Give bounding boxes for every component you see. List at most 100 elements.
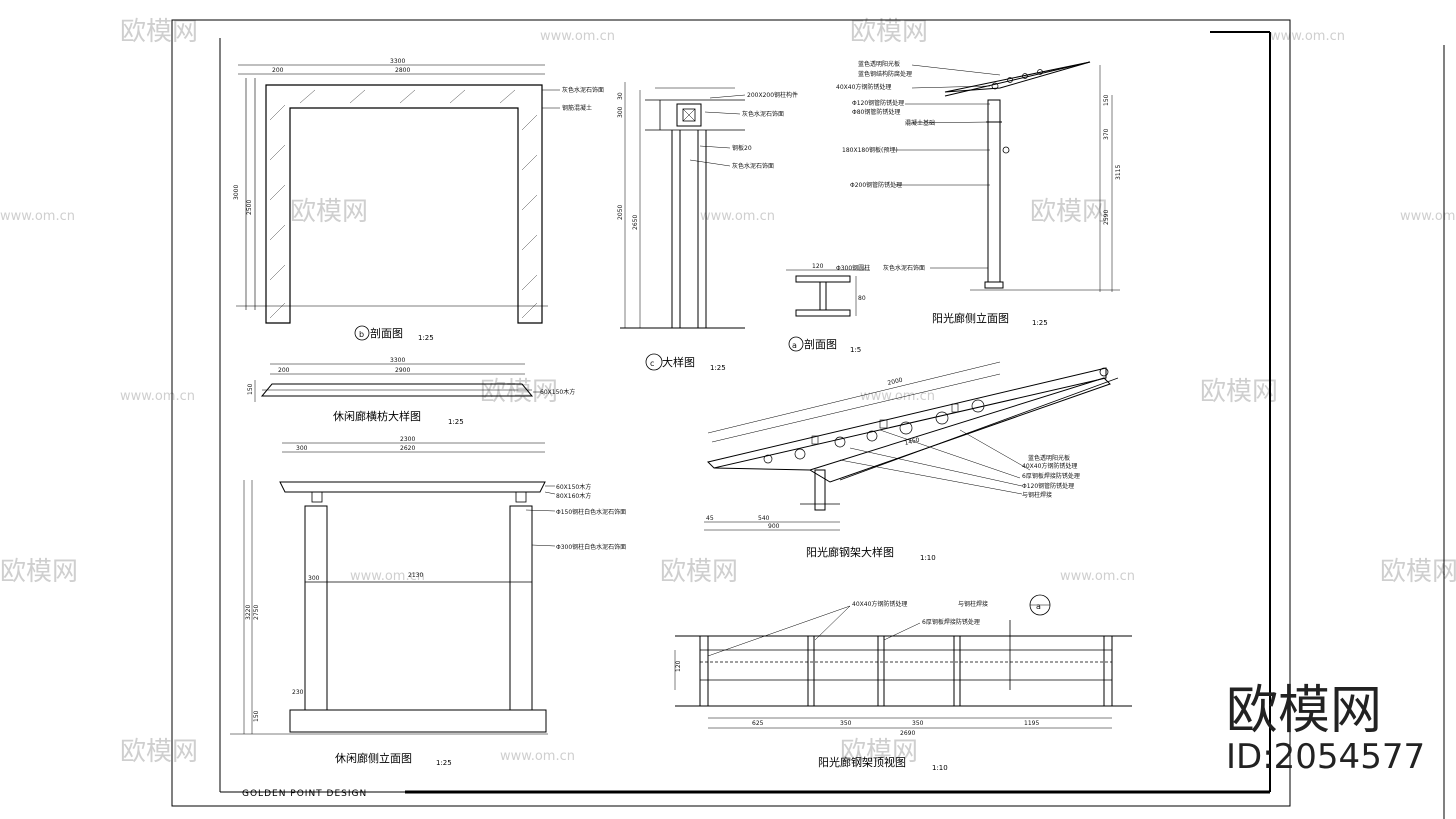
watermark-tile-url: www.om.cn	[500, 749, 575, 764]
watermark-tile-url: www.om.cn	[1400, 209, 1456, 224]
beam-dim-end: 200	[278, 367, 290, 374]
elev-dim-ped: 230	[292, 689, 304, 696]
view-c-detail	[620, 82, 746, 371]
plan-title: 阳光廊钢架顶视图	[818, 755, 906, 769]
truss-scale: 1:10	[920, 554, 936, 562]
side-dim-1: 150	[1103, 94, 1110, 106]
watermark-tile-logo: 欧模网	[1030, 197, 1108, 227]
side-label-2: 40X40方钢防锈处理	[836, 83, 891, 91]
beam-dim-mid: 2900	[395, 367, 410, 374]
view-truss-detail	[704, 361, 1119, 531]
plan-label-0: 40X40方钢防锈处理	[852, 600, 907, 608]
view-b-dim-h-inner: 2500	[246, 200, 253, 215]
sheet-frame	[171, 19, 1445, 819]
view-c-scale: 1:25	[710, 364, 726, 372]
watermark-tile-logo: 欧模网	[850, 17, 928, 47]
plan-dim-3: 350	[912, 720, 924, 727]
truss-dim-1: 540	[758, 515, 770, 522]
watermark-tile-logo: 欧模网	[120, 17, 198, 47]
elev-title: 休闲廊侧立面图	[335, 751, 412, 765]
beam-scale: 1:25	[448, 418, 464, 426]
elev-label-1: 80X160木方	[556, 492, 591, 500]
elev-dim-post: 300	[308, 575, 320, 582]
view-side-elevation	[895, 61, 1120, 292]
view-a-marker: a	[792, 341, 797, 350]
watermark-tile-url: www.om.cn	[540, 29, 615, 44]
view-c-label-3: 灰色水泥石饰面	[732, 162, 774, 170]
view-b-section	[236, 64, 560, 341]
view-beam-detail	[254, 363, 540, 402]
view-a-title: 剖面图	[804, 337, 837, 351]
truss-dim-top: 2000	[887, 377, 904, 387]
view-b-dim-h-total: 3000	[233, 185, 240, 200]
side-label-0: 蓝色透明阳光板	[858, 60, 900, 68]
view-a-dim-w: 120	[812, 263, 824, 270]
view-truss-plan	[674, 594, 1132, 729]
truss-label-0: 蓝色透明阳光板	[1028, 454, 1070, 462]
plan-label-2: 6厚钢板焊接防锈处理	[922, 618, 980, 626]
view-c-title: 大样图	[662, 355, 695, 369]
view-c-label-2: 钢板20	[732, 144, 752, 152]
view-b-scale: 1:25	[418, 334, 434, 342]
elev-label-2: Φ150钢柱白色水泥石饰面	[556, 508, 626, 516]
view-c-dim-2: 300	[617, 106, 624, 118]
beam-dim-h: 150	[247, 383, 254, 395]
elev-label-0: 60X150木方	[556, 483, 591, 491]
watermark-tile-url: www.om.cn	[0, 209, 75, 224]
side-label-8: 灰色水泥石饰面	[883, 264, 925, 272]
watermark-tile-url: www.om.cn	[860, 389, 935, 404]
view-b-label-1: 钢筋混凝土	[562, 104, 592, 112]
plan-scale: 1:10	[932, 764, 948, 772]
side-label-3: Φ120钢管防锈处理	[852, 99, 904, 107]
truss-dim-2: 900	[768, 523, 780, 530]
view-b-dim-total: 3300	[390, 58, 405, 65]
watermark-id-label: ID:2054577	[1226, 737, 1425, 777]
watermark-tile-url: www.om.cn	[350, 569, 425, 584]
plan-dim-h: 120	[675, 660, 682, 672]
side-label-5: 混凝土基础	[905, 119, 935, 127]
side-label-4: Φ80钢管防锈处理	[852, 108, 900, 116]
elev-label-3: Φ300钢柱白色水泥石饰面	[556, 543, 626, 551]
side-label-7: Φ200钢管防锈处理	[850, 181, 902, 189]
beam-title: 休闲廊横枋大样图	[333, 409, 421, 423]
view-c-dim-1: 30	[617, 92, 624, 100]
plan-dim-2: 350	[840, 720, 852, 727]
truss-dim-span: 1450	[904, 437, 921, 447]
side-dim-3: 3115	[1115, 165, 1122, 180]
side-dim-4: 2590	[1103, 210, 1110, 225]
view-a-section	[786, 269, 870, 352]
brand-label: GOLDEN POINT DESIGN	[242, 789, 367, 799]
truss-label-3: Φ120钢管防锈处理	[1022, 482, 1074, 490]
elev-scale: 1:25	[436, 759, 452, 767]
view-b-dim-inner: 2800	[395, 67, 410, 74]
view-elevation	[230, 442, 556, 735]
watermark-tiles: 欧模网 www.om.cn 欧模网 www.om.cn www.om.cn 欧模网 www.…	[0, 17, 1456, 767]
view-c-dim-3: 2050	[617, 205, 624, 220]
watermark-tile-logo: 欧模网	[1200, 377, 1278, 407]
elev-dim-total: 2300	[400, 436, 415, 443]
watermark-tile-logo: 欧模网	[290, 197, 368, 227]
view-b-marker: b	[359, 330, 364, 339]
truss-label-4: 与钢柱焊接	[1022, 491, 1052, 499]
view-b-title: 剖面图	[370, 326, 403, 340]
view-a-dim-h: 80	[858, 295, 866, 302]
elev-dim-h: 3220	[245, 605, 252, 620]
view-a-scale: 1:5	[850, 346, 861, 354]
view-c-label-1: 灰色水泥石饰面	[742, 110, 784, 118]
watermark-tile-url: www.om.cn	[1270, 29, 1345, 44]
watermark-tile-logo: 欧模网	[480, 377, 558, 407]
view-b-label-0: 灰色水泥石饰面	[562, 86, 604, 94]
plan-dim-4: 1195	[1024, 720, 1039, 727]
watermark-tile-logo: 欧模网	[0, 557, 78, 587]
plan-label-1: 与钢柱焊接	[958, 600, 988, 608]
truss-label-1: 40X40方钢防锈处理	[1022, 462, 1077, 470]
elev-dim-mid: 2620	[400, 445, 415, 452]
side-label-6: 180X180钢板(预埋)	[842, 146, 898, 154]
side-scale: 1:25	[1032, 319, 1048, 327]
watermark-tile-logo: 欧模网	[840, 737, 918, 767]
watermark-tile-logo: 欧模网	[660, 557, 738, 587]
watermark-tile-url: www.om.cn	[1060, 569, 1135, 584]
truss-title: 阳光廊钢架大样图	[806, 545, 894, 559]
watermark-tile-url: www.om.cn	[700, 209, 775, 224]
